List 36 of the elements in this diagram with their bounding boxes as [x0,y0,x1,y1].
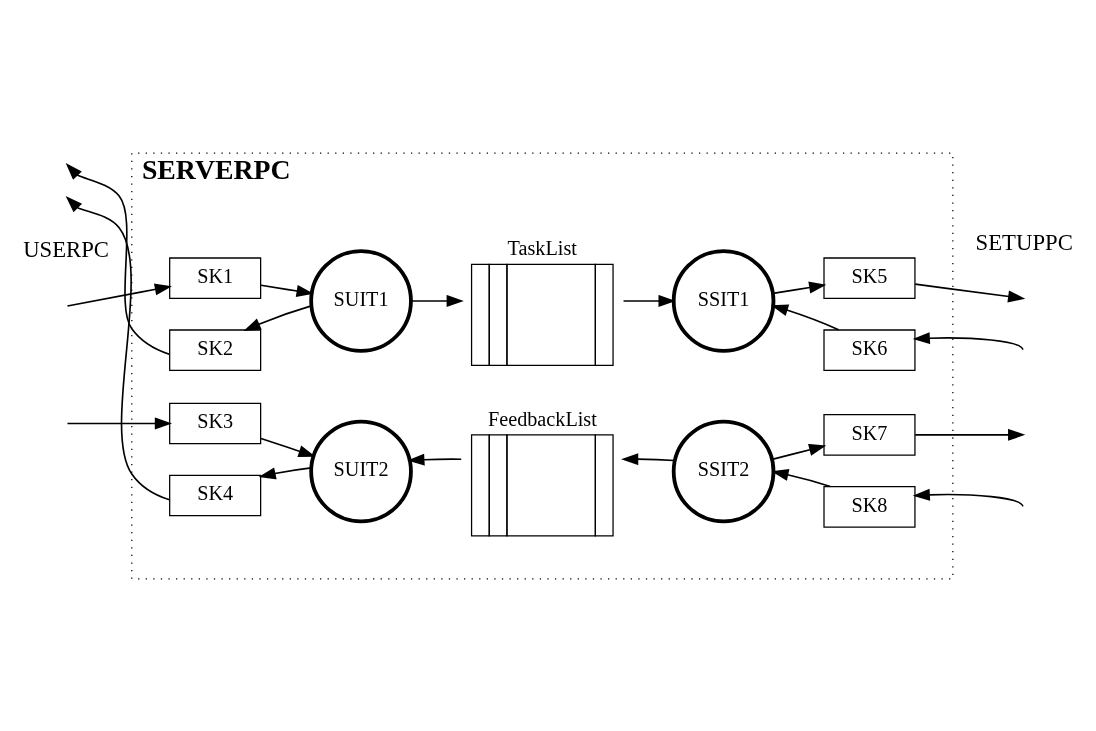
arrow [914,428,1026,441]
label: SETUPPC [975,229,1073,255]
node-box: SK2 [169,328,262,371]
node-box: SK1 [169,256,262,299]
arrow [622,294,676,307]
arrow [258,466,313,479]
arrow [407,453,463,466]
node-circle: SUIT1 [309,248,413,353]
arrow [771,443,827,460]
arrow [771,468,832,487]
arrow [410,294,464,307]
node-box: SK3 [169,402,262,444]
arrow [912,331,1024,351]
arrow [914,282,1026,302]
node-circle: SUIT2 [309,419,413,523]
arrow [260,283,314,297]
label: USERPC [23,236,110,262]
node-circle: SSIT1 [671,248,776,353]
node-box: SK5 [823,256,916,299]
node-circle: SSIT2 [671,419,776,523]
arrow [772,281,827,294]
arrow [621,452,676,465]
arrow [66,282,172,307]
arrow [771,303,840,331]
arrow [912,488,1024,507]
arrow [65,195,171,501]
node-box: SK8 [823,485,916,528]
node-box: SK7 [823,413,916,456]
node-label: TaskList [507,236,577,259]
arrow [66,416,172,429]
node-box: SK6 [823,328,916,371]
node-box: SK4 [169,474,262,516]
arrow [260,437,316,457]
arrow [243,304,313,331]
arrow [65,162,171,355]
node-label: FeedbackList [488,407,597,430]
